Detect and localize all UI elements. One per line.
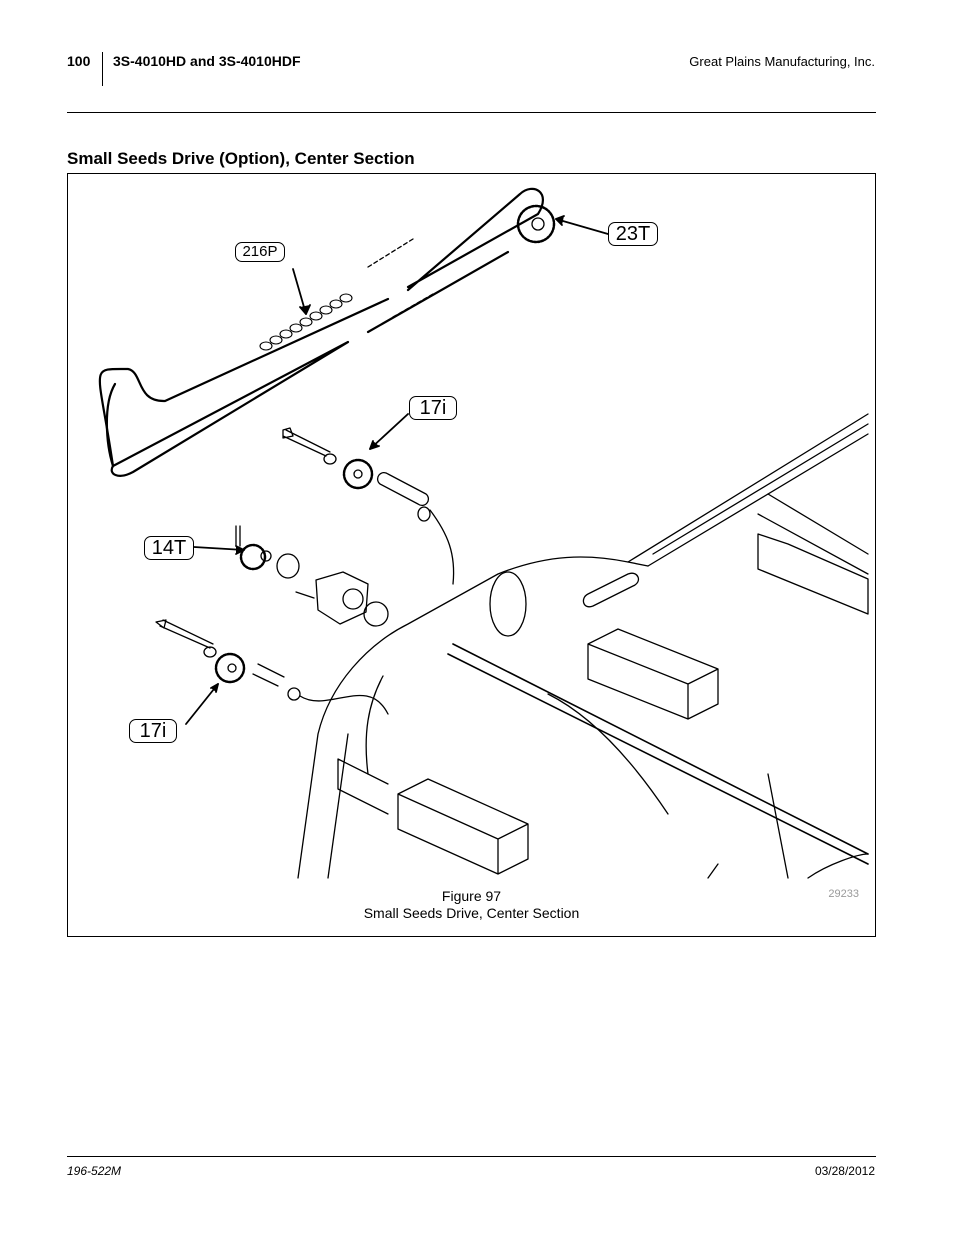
model-title: 3S-4010HD and 3S-4010HDF — [113, 53, 301, 69]
chain-links — [259, 293, 353, 351]
company-name: Great Plains Manufacturing, Inc. — [689, 54, 875, 69]
header-divider — [102, 52, 103, 86]
callout-216p: 216P — [235, 242, 285, 262]
figure-caption: Figure 97 Small Seeds Drive, Center Sect… — [68, 888, 875, 922]
header-rule — [67, 112, 876, 113]
lower-idler-assembly — [155, 619, 389, 715]
publish-date: 03/28/2012 — [814, 1164, 875, 1178]
callout-14t: 14T — [144, 536, 194, 560]
sprocket-23t — [516, 204, 556, 244]
drive-sprocket-assembly — [235, 525, 389, 627]
section-title: Small Seeds Drive (Option), Center Secti… — [67, 149, 415, 168]
footer-rule — [67, 1156, 876, 1157]
leader-arrows — [185, 215, 609, 725]
square-tubes — [337, 533, 869, 875]
page-number: 100 — [67, 53, 91, 69]
figure-title: Small Seeds Drive, Center Section — [363, 905, 580, 921]
exploded-parts-drawing — [98, 187, 869, 879]
figure-number: Figure 97 — [441, 888, 502, 904]
callout-17i-lower: 17i — [129, 719, 177, 743]
frame-plate — [297, 413, 869, 879]
image-number: 29233 — [828, 888, 859, 900]
callout-17i-upper: 17i — [409, 396, 457, 420]
drive-chain-loop — [98, 187, 544, 477]
figure-box: 216P 23T 17i 14T 17i Figure 97 Small See… — [67, 173, 876, 937]
upper-idler-assembly — [282, 427, 455, 585]
callout-23t: 23T — [608, 222, 658, 246]
drive-shaft — [447, 643, 869, 865]
doc-number: 196-522M — [67, 1164, 122, 1178]
